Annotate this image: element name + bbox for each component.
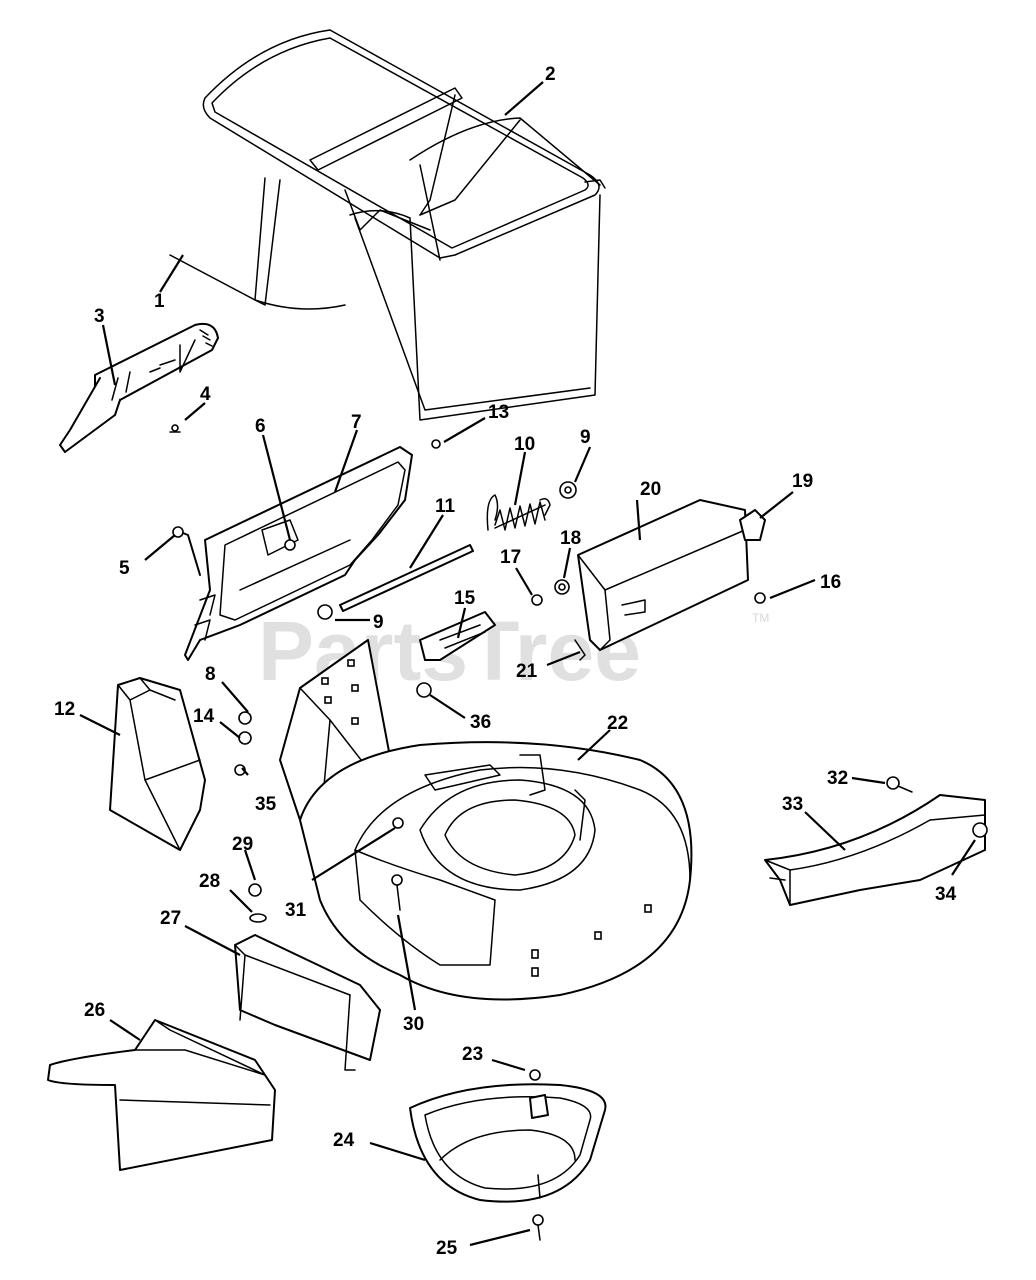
callout-25: 25 bbox=[436, 1238, 458, 1259]
part-rear-skirt bbox=[764, 794, 986, 906]
callout-31: 31 bbox=[285, 900, 307, 921]
callout-33: 33 bbox=[782, 794, 803, 815]
callout-6: 6 bbox=[255, 416, 266, 437]
part-deflector-door bbox=[577, 499, 749, 651]
callout-2: 2 bbox=[545, 64, 556, 85]
callout-15: 15 bbox=[454, 588, 476, 609]
part-bolt-31 bbox=[392, 817, 404, 829]
part-chute-cover bbox=[109, 677, 206, 851]
part-side-plate bbox=[234, 934, 381, 1071]
part-nut-36 bbox=[416, 682, 432, 698]
part-screw-25 bbox=[532, 1214, 544, 1226]
callout-29: 29 bbox=[232, 834, 253, 855]
callout-32: 32 bbox=[827, 768, 848, 789]
part-spring bbox=[486, 494, 551, 531]
callout-36: 36 bbox=[470, 712, 491, 733]
callout-16: 16 bbox=[820, 572, 841, 593]
callout-8: 8 bbox=[205, 664, 216, 685]
part-blade-baffle bbox=[409, 1083, 607, 1203]
callout-12: 12 bbox=[54, 699, 75, 720]
callout-34: 34 bbox=[935, 884, 957, 905]
callout-9a: 9 bbox=[373, 612, 384, 633]
callout-18: 18 bbox=[560, 528, 581, 549]
callout-26: 26 bbox=[84, 1000, 105, 1021]
part-bolt-30 bbox=[396, 884, 401, 911]
part-washer-9a bbox=[317, 604, 333, 620]
callout-30: 30 bbox=[403, 1014, 424, 1035]
callout-17: 17 bbox=[500, 547, 521, 568]
part-washer-28 bbox=[249, 913, 267, 923]
part-clip bbox=[574, 639, 586, 661]
part-bolt-8 bbox=[238, 711, 252, 725]
callout-23: 23 bbox=[462, 1044, 483, 1065]
callout-19: 19 bbox=[792, 471, 813, 492]
part-screw-23 bbox=[529, 1069, 541, 1081]
part-deck-housing bbox=[299, 741, 693, 1001]
part-nut-29 bbox=[248, 883, 262, 897]
callout-22: 22 bbox=[607, 713, 628, 734]
callout-1: 1 bbox=[154, 291, 165, 312]
callout-5: 5 bbox=[119, 558, 130, 579]
part-discharge-chute bbox=[47, 1019, 276, 1171]
callout-24: 24 bbox=[333, 1130, 355, 1151]
part-bolt-14 bbox=[238, 731, 252, 745]
callout-11: 11 bbox=[435, 496, 456, 517]
part-bag-frame bbox=[169, 29, 606, 421]
callout-20: 20 bbox=[640, 479, 661, 500]
callout-9b: 9 bbox=[580, 427, 591, 448]
hardware-parts bbox=[169, 424, 988, 1241]
callout-28: 28 bbox=[199, 871, 220, 892]
callout-35: 35 bbox=[255, 794, 277, 815]
part-rod bbox=[339, 544, 474, 612]
callout-labels: 1 2 3 4 5 6 7 8 9 9 10 11 12 13 14 15 16… bbox=[54, 64, 957, 1259]
callout-13: 13 bbox=[488, 402, 509, 423]
callout-27: 27 bbox=[160, 908, 181, 929]
part-screw-6 bbox=[284, 539, 296, 551]
leader-lines bbox=[79, 81, 976, 1247]
part-nut-34 bbox=[972, 822, 988, 838]
callout-7: 7 bbox=[351, 412, 362, 433]
part-washer-17 bbox=[531, 594, 543, 606]
part-mounting-plate bbox=[184, 446, 413, 661]
part-knob bbox=[739, 509, 766, 541]
part-clip-16 bbox=[754, 592, 766, 604]
callout-3: 3 bbox=[94, 306, 105, 327]
callout-10: 10 bbox=[514, 434, 535, 455]
part-hinge-bracket bbox=[59, 322, 219, 453]
callout-21: 21 bbox=[516, 661, 538, 682]
part-bolt-32 bbox=[886, 776, 900, 790]
callout-4: 4 bbox=[200, 384, 211, 405]
watermark-tm: TM bbox=[752, 611, 769, 625]
part-pin-13 bbox=[431, 439, 441, 449]
callout-14: 14 bbox=[193, 706, 215, 727]
